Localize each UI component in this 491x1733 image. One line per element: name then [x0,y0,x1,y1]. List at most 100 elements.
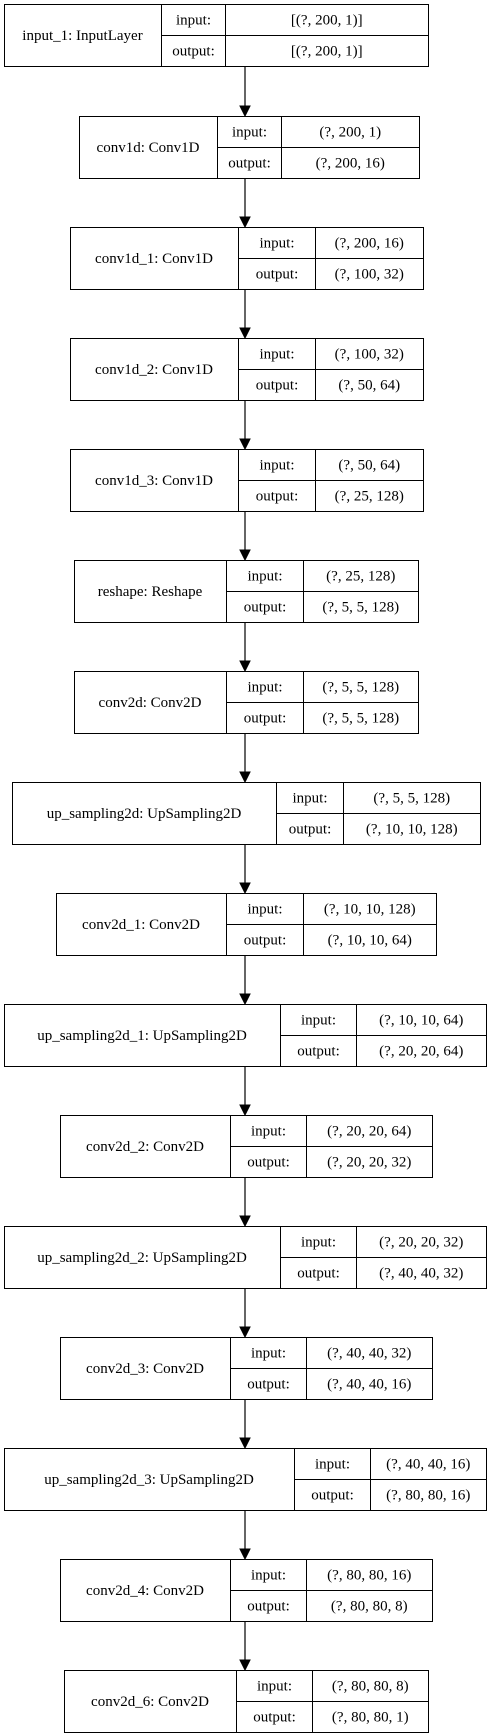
output-label: output: [244,933,287,949]
output-shape: (?, 50, 64) [338,378,400,394]
arrow-head [239,327,251,340]
arrow-head [239,771,251,784]
layer-name: up_sampling2d_3: UpSampling2D [44,1472,254,1488]
layer-node: conv2d_2: Conv2D input: output: (?, 20, 20,… [60,1115,433,1178]
input-shape: (?, 10, 10, 128) [324,902,416,918]
input-shape: (?, 10, 10, 64) [379,1013,463,1029]
layer-name: conv1d_1: Conv1D [95,251,213,267]
input-shape: (?, 80, 80, 16) [327,1568,411,1584]
layer-name: conv2d_6: Conv2D [91,1694,209,1710]
input-shape: (?, 100, 32) [335,347,404,363]
output-label: output: [247,1599,290,1615]
input-shape: (?, 20, 20, 32) [379,1235,463,1251]
output-label: output: [244,711,287,727]
input-shape: (?, 200, 1) [319,125,381,141]
layer-name: reshape: Reshape [98,584,203,600]
output-shape: (?, 10, 10, 128) [366,822,458,838]
input-shape: (?, 80, 80, 8) [332,1679,409,1695]
layer-node: conv1d_2: Conv1D input: output: (?, 100, 32… [70,338,424,401]
input-label: input: [251,1346,286,1362]
layer-node: conv1d_1: Conv1D input: output: (?, 200, 16… [70,227,424,290]
layer-node: conv1d: Conv1D input: output: (?, 200, 1) (?… [79,116,420,179]
layer-name: conv2d_3: Conv2D [86,1361,204,1377]
layer-node: conv2d_6: Conv2D input: output: (?, 80, 80,… [64,1670,429,1733]
output-label: output: [172,44,215,60]
input-label: input: [259,347,294,363]
input-label: input: [301,1013,336,1029]
input-label: input: [257,1679,292,1695]
layer-node: conv2d_3: Conv2D input: output: (?, 40, 40,… [60,1337,433,1400]
layer-name: conv2d_2: Conv2D [86,1139,204,1155]
arrow-head [239,1659,251,1672]
output-shape: (?, 40, 40, 32) [379,1266,463,1282]
layer-name: input_1: InputLayer [22,28,142,44]
input-label: input: [315,1457,350,1473]
layer-name: conv1d: Conv1D [97,140,200,156]
output-shape: (?, 10, 10, 64) [328,933,412,949]
output-shape: [(?, 200, 1)] [291,44,363,60]
output-shape: (?, 5, 5, 128) [322,711,399,727]
input-shape: (?, 5, 5, 128) [322,680,399,696]
input-shape: (?, 40, 40, 16) [386,1457,470,1473]
input-label: input: [292,791,327,807]
output-label: output: [247,1377,290,1393]
layer-node: up_sampling2d_3: UpSampling2Dinput:outpu… [4,1448,487,1511]
layer-name: up_sampling2d: UpSampling2D [47,806,242,822]
layer-node: up_sampling2d_1: UpSampling2D input: outpu… [4,1004,487,1067]
output-shape: (?, 80, 80, 16) [386,1488,470,1504]
layer-node: up_sampling2d: UpSampling2D input: output:… [12,782,481,845]
layer-name: conv1d_3: Conv1D [95,473,213,489]
arrow-head [239,216,251,229]
output-label: output: [289,822,332,838]
input-label: input: [176,13,211,29]
input-shape: (?, 20, 20, 64) [327,1124,411,1140]
output-shape: (?, 200, 16) [316,156,385,172]
output-shape: (?, 80, 80, 8) [331,1599,408,1615]
arrow-head [239,993,251,1006]
input-label: input: [301,1235,336,1251]
input-label: input: [259,236,294,252]
output-label: output: [228,156,271,172]
layer-name: up_sampling2d_1: UpSampling2D [37,1028,247,1044]
input-shape: (?, 25, 128) [326,569,395,585]
output-shape: (?, 25, 128) [335,489,404,505]
input-label: input: [232,125,267,141]
arrow-head [239,105,251,118]
output-shape: (?, 20, 20, 64) [379,1044,463,1060]
layer-node: conv2d_1: Conv2D input: output: (?, 10, 10,… [56,893,437,956]
input-shape: [(?, 200, 1)] [291,13,363,29]
layer-name: conv2d_4: Conv2D [86,1583,204,1599]
arrow-head [239,1326,251,1339]
output-shape: (?, 5, 5, 128) [322,600,399,616]
arrow-head [239,1215,251,1228]
arrow-head [239,1104,251,1117]
input-shape: (?, 50, 64) [338,458,400,474]
input-shape: (?, 40, 40, 32) [327,1346,411,1362]
input-shape: (?, 5, 5, 128) [373,791,450,807]
input-label: input: [251,1124,286,1140]
layer-name: conv2d_1: Conv2D [82,917,200,933]
output-label: output: [253,1710,296,1726]
output-label: output: [297,1044,340,1060]
input-label: input: [247,680,282,696]
arrow-head [239,438,251,451]
input-label: input: [247,569,282,585]
output-label: output: [256,267,299,283]
input-label: input: [247,902,282,918]
output-label: output: [297,1266,340,1282]
arrow-head [239,1548,251,1561]
output-shape: (?, 20, 20, 32) [327,1155,411,1171]
output-label: output: [247,1155,290,1171]
arrow-head [239,1437,251,1450]
output-label: output: [256,378,299,394]
output-label: output: [256,489,299,505]
output-shape: (?, 40, 40, 16) [327,1377,411,1393]
layer-node: input_1: InputLayer input: output: [(?, 200… [4,4,429,67]
layer-name: conv1d_2: Conv1D [95,362,213,378]
input-shape: (?, 200, 16) [335,236,404,252]
